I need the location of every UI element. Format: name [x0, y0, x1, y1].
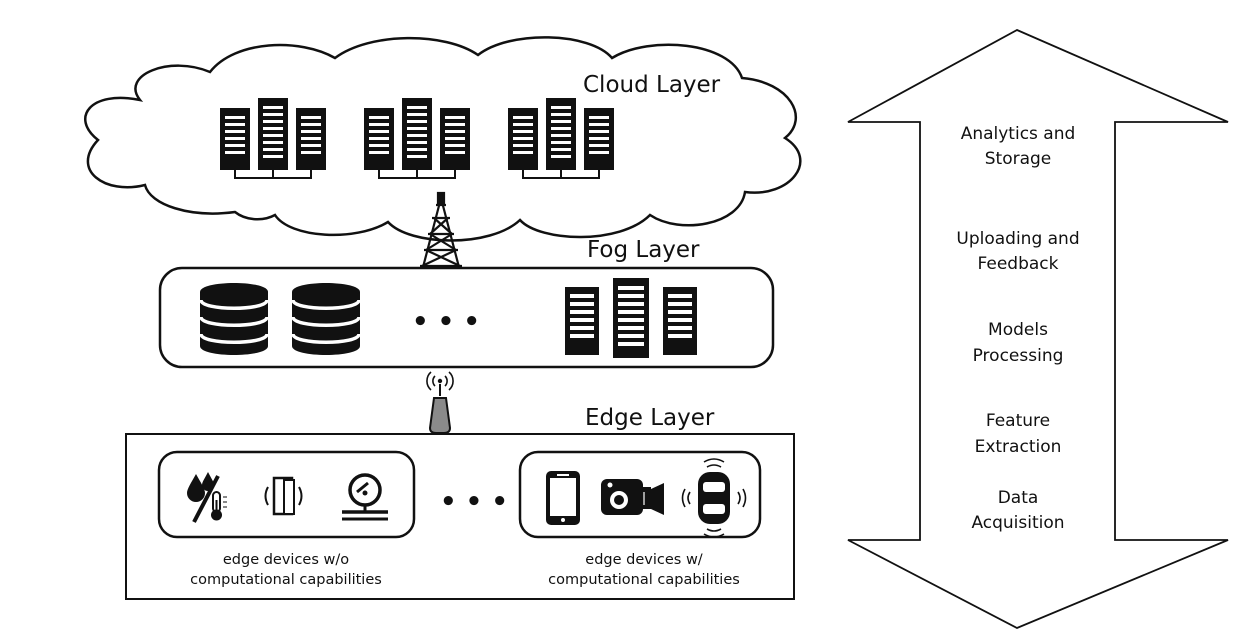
pipeline-stage-models: Models Processing: [973, 320, 1064, 366]
fog-ellipsis: • • •: [412, 307, 480, 337]
stage-line1: Data: [998, 488, 1039, 508]
autonomous-car-icon: [681, 458, 747, 538]
stage-line2: Extraction: [975, 437, 1062, 457]
camera-icon: [601, 479, 664, 515]
fog-server-rack-icon: [565, 278, 697, 358]
pipeline-double-arrow: Analytics and Storage Uploading and Feed…: [847, 28, 1229, 629]
smartphone-icon: [546, 471, 580, 525]
stage-line2: Storage: [985, 149, 1052, 169]
stage-line1: Models: [988, 320, 1048, 340]
edge-ellipsis: • • •: [440, 487, 508, 517]
cloud-server-rack-icon: [219, 97, 327, 179]
cloud-layer: Cloud Layer: [84, 36, 802, 242]
humidity-temperature-icon: [187, 472, 227, 523]
fog-layer-title: Fog Layer: [587, 237, 700, 263]
pipeline-stage-uploading: Uploading and Feedback: [956, 229, 1079, 274]
edge-group-without-caption-line1: edge devices w/o: [223, 552, 349, 568]
pipeline-stage-feature: Feature Extraction: [975, 411, 1062, 457]
stage-line1: Feature: [986, 411, 1050, 431]
fog-layer: Fog Layer • • •: [158, 237, 775, 369]
edge-group-with-caption-line2: computational capabilities: [548, 572, 740, 588]
cloud-server-rack-icon: [363, 97, 471, 179]
stage-line2: Feedback: [978, 254, 1059, 274]
wireless-antenna-icon: [426, 371, 454, 434]
edge-group-with-caption-line1: edge devices w/: [585, 552, 703, 568]
stage-line1: Uploading and: [956, 229, 1079, 249]
door-sensor-icon: [264, 476, 303, 516]
pipeline-stage-analytics: Analytics and Storage: [961, 124, 1076, 169]
stage-line1: Analytics and: [961, 124, 1076, 144]
stage-line2: Processing: [973, 346, 1064, 366]
cloud-server-rack-icon: [507, 97, 615, 179]
pressure-gauge-icon: [342, 473, 388, 521]
edge-layer: Edge Layer edge devices w/o: [125, 405, 795, 600]
cloud-layer-title: Cloud Layer: [583, 72, 721, 98]
database-icon: [198, 281, 270, 357]
database-icon: [290, 281, 362, 357]
pipeline-stage-data: Data Acquisition: [971, 488, 1064, 533]
edge-group-without-caption-line2: computational capabilities: [190, 572, 382, 588]
stage-line2: Acquisition: [971, 513, 1064, 533]
edge-layer-title: Edge Layer: [585, 405, 715, 431]
